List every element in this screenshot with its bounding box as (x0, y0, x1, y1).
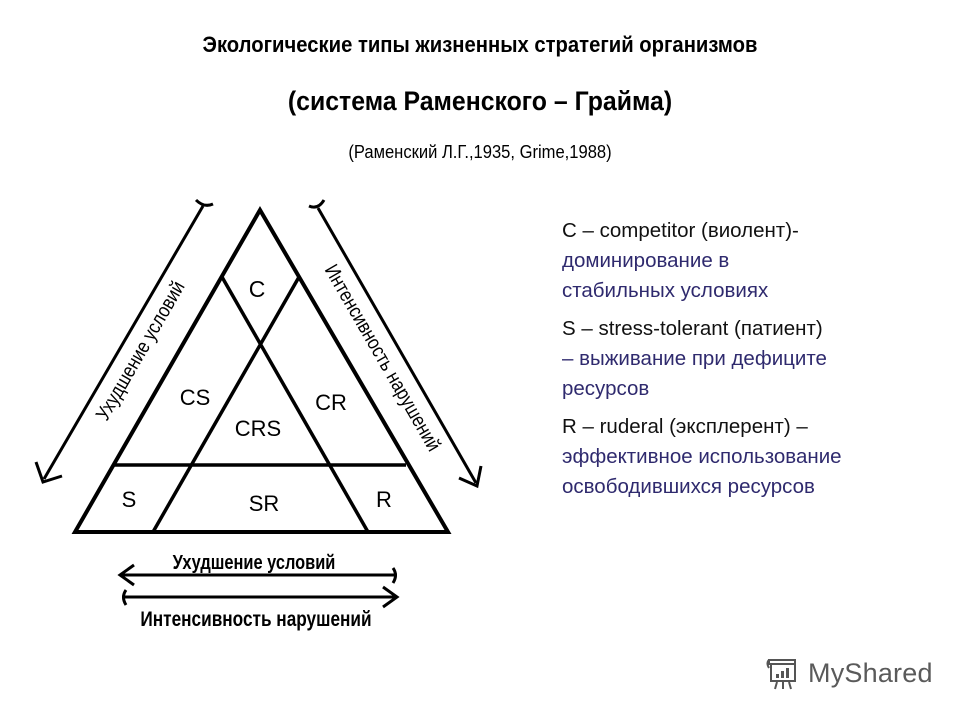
bottom-upper-arrow (117, 563, 397, 587)
legend-desc: доминирование в стабильных условиях (562, 249, 769, 302)
region-label-s: S (122, 487, 137, 512)
region-label-cr: CR (315, 390, 347, 415)
bottom-lower-arrow (122, 585, 400, 609)
left-arrow-label: Ухудшение условий (91, 277, 189, 424)
legend-item-competitor: C – competitor (виолент)- доминирование … (562, 216, 942, 306)
myshared-watermark[interactable]: MyShared (764, 653, 933, 693)
region-label-crs: CRS (235, 416, 281, 441)
bottom-upper-label: Ухудшение условий (173, 550, 336, 573)
citation: (Раменский Л.Г.,1935, Grime,1988) (348, 142, 612, 162)
region-label-cs: CS (180, 385, 211, 410)
legend-head: C – competitor (виолент)- (562, 219, 799, 242)
right-arrow (308, 199, 483, 489)
legend-desc: эффективное использование освободившихся… (562, 445, 842, 498)
region-label-c: C (249, 276, 266, 302)
legend-desc: – выживание при дефиците ресурсов (562, 347, 827, 400)
region-label-sr: SR (249, 491, 280, 516)
legend-head: R – ruderal (эксплерент) – (562, 415, 808, 438)
page-title: Экологические типы жизненных стратегий о… (202, 32, 758, 57)
bottom-lower-label: Интенсивность нарушений (140, 609, 371, 632)
outer-triangle (71, 206, 452, 534)
legend-item-stress-tolerant: S – stress-tolerant (патиент) – выживани… (562, 314, 942, 404)
right-arrow-label: Интенсивность нарушений (320, 260, 445, 455)
page-subtitle: (система Раменского – Грайма) (287, 86, 673, 116)
left-arrow (34, 198, 214, 484)
inner-line-c-r (220, 276, 370, 533)
region-label-r: R (376, 487, 392, 512)
strategy-legend: C – competitor (виолент)- доминирование … (562, 216, 942, 510)
legend-head: S – stress-tolerant (патиент) (562, 317, 823, 340)
presentation-easel-icon (766, 659, 796, 690)
legend-item-ruderal: R – ruderal (эксплерент) – эффективное и… (562, 412, 942, 502)
inner-line-c-s (151, 276, 301, 533)
watermark-text: MyShared (808, 657, 933, 688)
